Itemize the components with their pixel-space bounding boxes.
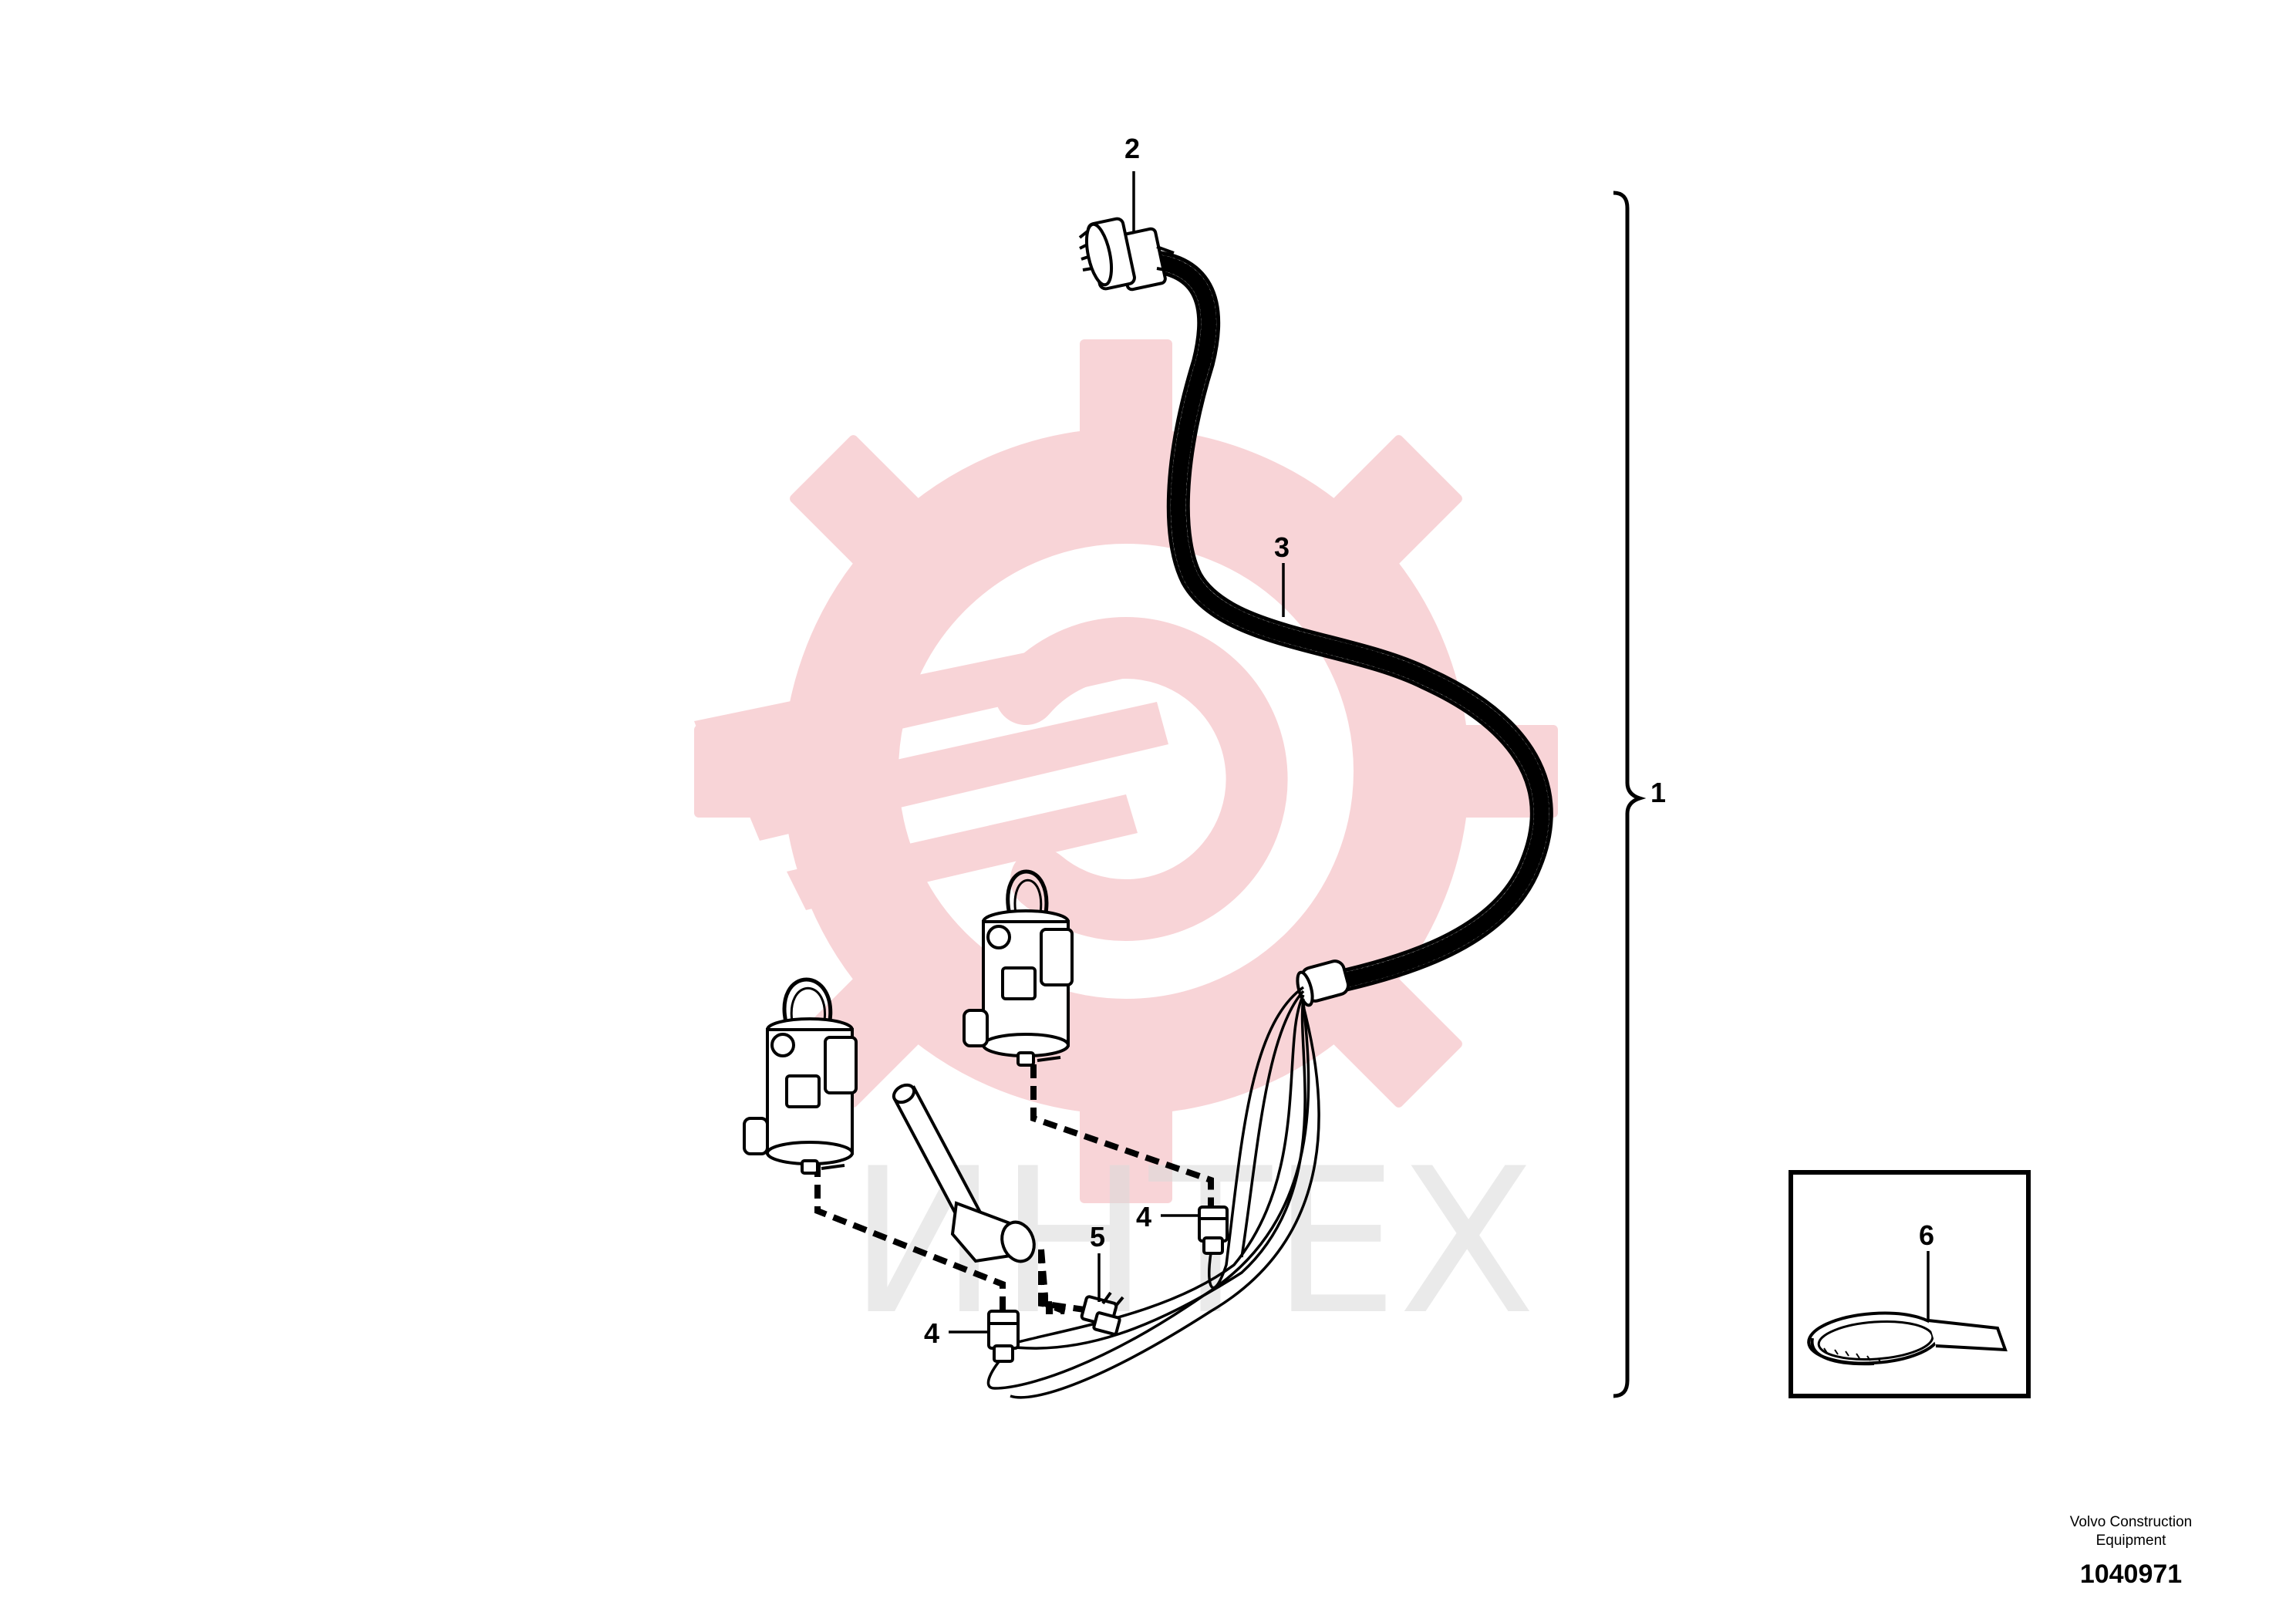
callout-2: 2 [1124,133,1140,164]
harness-sleeve [1296,959,1350,1007]
breakout-wires [986,986,1320,1399]
pressure-sensor-icon [892,1083,1036,1263]
company-line-1: Volvo Construction [2069,1514,2193,1530]
inset-box [1789,1170,2031,1398]
connector-5 [1080,1291,1124,1336]
callout-3: 3 [1274,531,1290,563]
round-connector-icon [1078,217,1175,292]
cable-tie-icon [1807,1311,2008,1366]
connector-4-left [987,1310,1020,1363]
callout-1: 1 [1650,777,1666,808]
drawing-number: 1040971 [2079,1560,2183,1589]
solenoid-valve-icon [743,977,858,1175]
callout-4-left: 4 [924,1317,939,1349]
callout-4-right: 4 [1136,1201,1151,1233]
company-line-2: Equipment [2095,1533,2166,1549]
assembly-bracket [1613,191,1647,1398]
callout-6: 6 [1919,1219,1934,1251]
connector-4-right [1198,1206,1229,1255]
drawing-footer: Volvo Construction Equipment 1040971 [2015,1513,2247,1590]
dashed-optional-wires [814,1064,1214,1314]
harness-conduit [1130,249,1553,995]
callout-5: 5 [1090,1221,1105,1253]
gear-watermark-icon [694,339,1558,1203]
solenoid-valve-icon [963,869,1074,1067]
leader-lines [949,171,1930,1334]
